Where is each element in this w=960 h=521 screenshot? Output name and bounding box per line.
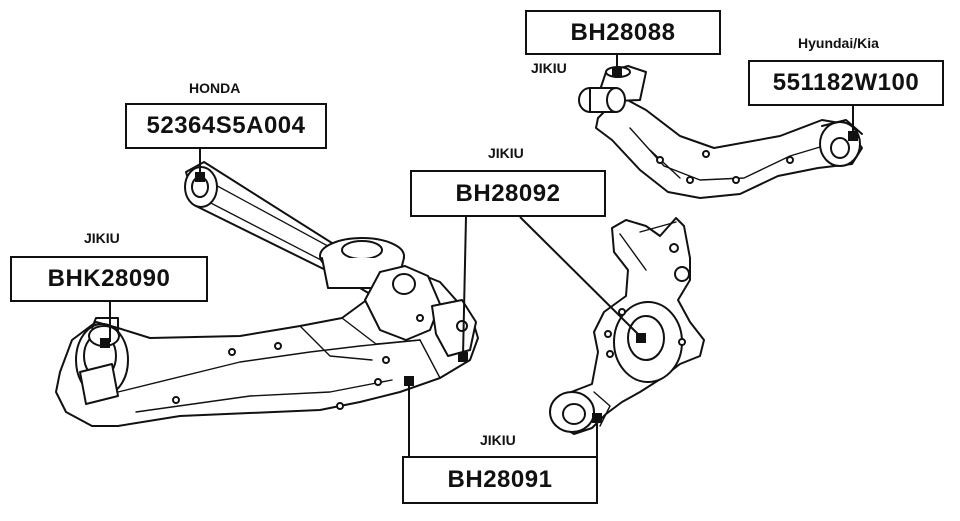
- part-number-box: BH28091: [402, 456, 598, 504]
- part-number-box: BHK28090: [10, 256, 208, 302]
- part-number-box: BH28092: [410, 170, 606, 217]
- trailing-arm-part: [55, 161, 479, 427]
- brand-label: Hyundai/Kia: [798, 35, 879, 51]
- part-number-box: BH28088: [525, 10, 721, 55]
- control-arm-part: [578, 65, 863, 199]
- brand-label: JIKIU: [84, 230, 120, 246]
- brand-label: JIKIU: [488, 145, 524, 161]
- pointer-markers: [100, 67, 858, 423]
- brand-label: JIKIU: [531, 60, 567, 76]
- brand-label: JIKIU: [480, 432, 516, 448]
- part-number-box: 52364S5A004: [125, 103, 327, 149]
- part-number-box: 551182W100: [748, 60, 944, 106]
- knuckle-part: [549, 217, 705, 435]
- brand-label: HONDA: [189, 80, 241, 96]
